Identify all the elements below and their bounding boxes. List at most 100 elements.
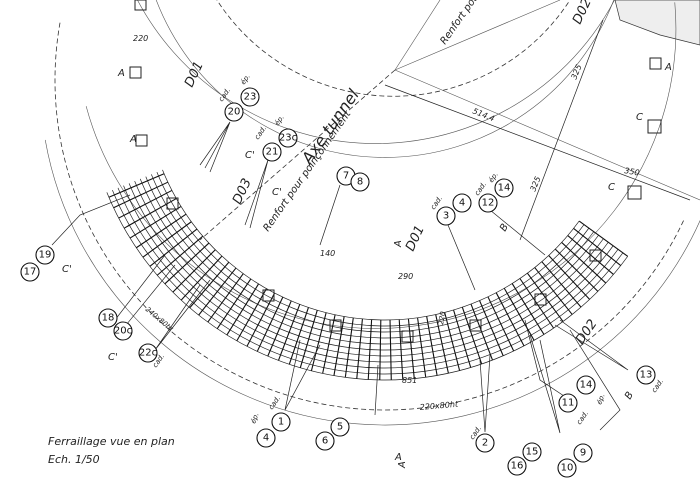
- ring-arc: [85, 2, 677, 329]
- marker: 23c: [278, 128, 298, 148]
- rebar-bar: [526, 272, 564, 322]
- ring-arc: [151, 174, 590, 333]
- ring-arc: [156, 172, 585, 327]
- rebar-bar: [479, 300, 504, 356]
- rebar-bar: [567, 235, 614, 275]
- rebar-bar: [444, 312, 461, 371]
- rebar-bar: [172, 249, 216, 293]
- svg-text:C: C: [636, 112, 643, 123]
- svg-text:15: 15: [526, 447, 539, 458]
- dimension: 350: [624, 166, 641, 178]
- rebar-bar: [216, 278, 252, 330]
- rebar-bar: [123, 198, 177, 229]
- zone-label: D02: [570, 0, 595, 27]
- rebar-bar: [267, 300, 292, 357]
- rebar-bar: [541, 261, 582, 308]
- rebar-bar: [118, 189, 173, 219]
- rebar-bar: [299, 310, 318, 368]
- svg-text:21: 21: [266, 147, 279, 158]
- marker: 17: [20, 262, 40, 282]
- rebar-bar: [379, 319, 382, 380]
- svg-text:7: 7: [343, 171, 349, 182]
- svg-text:A: A: [129, 134, 137, 145]
- svg-text:22c: 22c: [139, 348, 157, 359]
- svg-text:A: A: [397, 461, 408, 469]
- ring-arc: [54, 22, 685, 411]
- svg-text:4: 4: [459, 198, 465, 209]
- rebar-bar: [256, 296, 284, 352]
- rebar-bar: [156, 235, 204, 276]
- ring-arc: [162, 169, 580, 321]
- svg-text:B: B: [623, 390, 636, 402]
- dimension: 240x80ht: [144, 305, 175, 333]
- marker: 9: [573, 443, 593, 463]
- marker: 11: [558, 393, 578, 413]
- ring-arc: [139, 178, 599, 345]
- svg-text:13: 13: [640, 370, 653, 381]
- ring-arc: [134, 181, 604, 351]
- dimension: 220: [133, 34, 148, 43]
- marker: 13: [636, 365, 656, 385]
- rebar-bar: [573, 227, 622, 266]
- svg-text:12: 12: [482, 198, 495, 209]
- svg-text:3: 3: [443, 211, 449, 222]
- marker: 19: [35, 245, 55, 265]
- marker: 14: [576, 375, 596, 395]
- rebar-bar: [226, 283, 259, 336]
- rebar-bar: [180, 255, 223, 301]
- dimension: 325: [529, 175, 543, 193]
- rebar-bar: [519, 278, 555, 329]
- svg-text:8: 8: [357, 177, 363, 188]
- svg-text:A: A: [394, 452, 402, 463]
- leader-lines: [51, 121, 629, 434]
- rebar-bar: [398, 319, 404, 380]
- svg-text:4: 4: [263, 433, 269, 444]
- rebar-bar: [142, 221, 192, 258]
- rebar-bar: [578, 220, 629, 257]
- ring-arc: [112, 190, 624, 375]
- dimension: 220x80ht: [419, 400, 459, 412]
- reinforcement-label: Renfort pour poinçonnement: [438, 0, 531, 47]
- marker: 18: [98, 308, 118, 328]
- marker: 20: [224, 102, 244, 122]
- svg-text:2: 2: [482, 438, 488, 449]
- rebar-bar: [554, 248, 599, 292]
- svg-text:cad.: cad.: [253, 124, 268, 141]
- svg-text:1: 1: [278, 417, 284, 428]
- marker: 5: [330, 417, 350, 437]
- dimension-line: [519, 19, 604, 241]
- rebar-bar: [417, 317, 427, 378]
- svg-text:A: A: [664, 62, 672, 73]
- svg-text:5: 5: [337, 422, 343, 433]
- zone-label: D01: [182, 59, 207, 89]
- svg-text:A: A: [393, 240, 404, 248]
- svg-text:C': C': [108, 352, 118, 363]
- rebar-bar: [511, 283, 545, 335]
- columns: [129, 0, 662, 343]
- rebar-bar: [198, 267, 237, 316]
- rebar-bar: [344, 317, 354, 378]
- rebar-bar: [435, 314, 449, 374]
- svg-text:ép.: ép.: [249, 412, 260, 425]
- rebar-bar: [108, 173, 165, 198]
- axis-line: [394, 0, 441, 71]
- rebar-markers: 20 23 21 23c 7 8 3 4 12 14 17 19 18 20c …: [20, 87, 656, 478]
- rebar-bar: [135, 213, 187, 249]
- svg-text:C': C': [272, 187, 282, 198]
- section-marks: A A A A B B C C C' C' C' C' A A: [62, 62, 672, 469]
- axis-label: Axe tunnel: [297, 85, 363, 168]
- svg-text:ép.: ép.: [595, 393, 606, 406]
- dimension: 325: [570, 63, 584, 81]
- dimension-line: [384, 84, 691, 201]
- marker: 10: [557, 458, 577, 478]
- ring-arc: [216, 0, 571, 97]
- ring-arc: [145, 176, 595, 339]
- marker: 1: [271, 412, 291, 432]
- svg-text:C': C': [62, 264, 72, 275]
- marker: 23: [240, 87, 260, 107]
- rebar-bar: [207, 273, 244, 323]
- marker: 8: [350, 172, 370, 192]
- marker: 21: [262, 142, 282, 162]
- dimension: 220: [437, 310, 447, 325]
- svg-text:ép.: ép.: [239, 73, 252, 87]
